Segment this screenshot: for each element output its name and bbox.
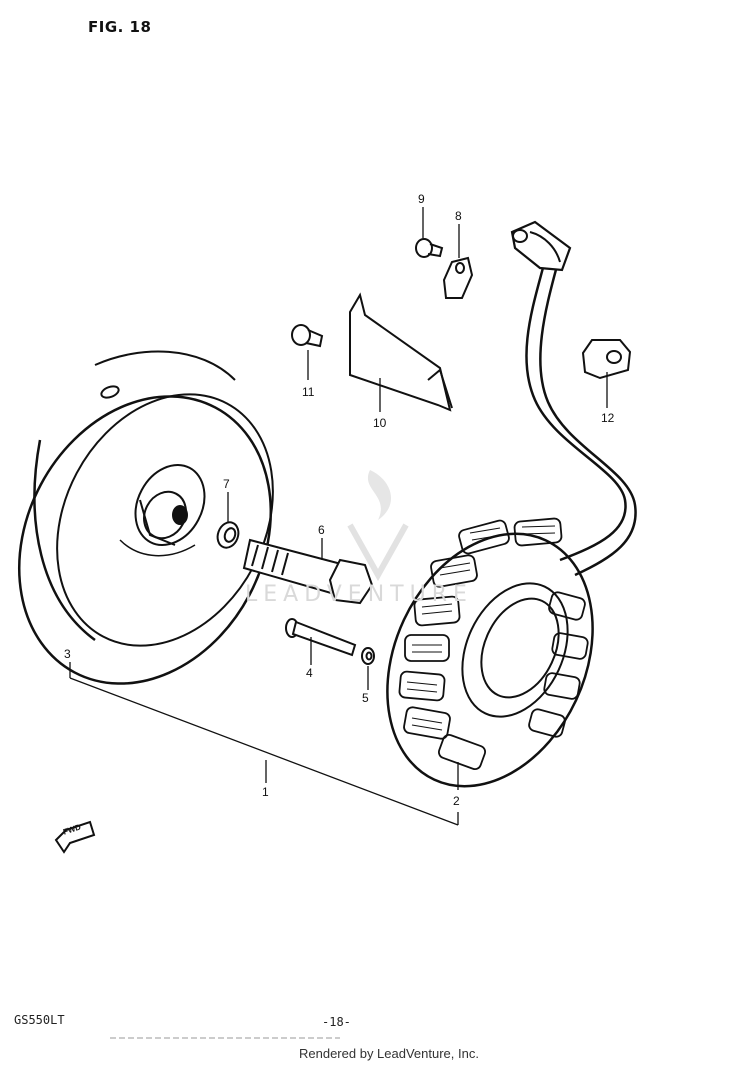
watermark-logo (347, 470, 409, 582)
page-number: -18- (322, 1015, 351, 1029)
leader-lines (69, 207, 608, 826)
callout-5[interactable]: 5 (362, 691, 369, 705)
washer-7 (216, 521, 240, 549)
callout-3[interactable]: 3 (64, 647, 71, 661)
figure-title: FIG. 18 (88, 18, 152, 36)
callout-6[interactable]: 6 (318, 523, 325, 537)
watermark-text: LEADVENTURE (245, 582, 473, 607)
callout-4[interactable]: 4 (306, 666, 313, 680)
callout-1[interactable]: 1 (262, 785, 269, 799)
screw-11 (291, 324, 324, 348)
model-code: GS550LT (14, 1013, 65, 1027)
flywheel-rotor (17, 350, 274, 685)
render-credit: Rendered by LeadVenture, Inc. (299, 1046, 479, 1061)
grommet-12 (581, 339, 632, 380)
washer-5 (361, 647, 375, 665)
wire-guide-plate-10 (349, 292, 453, 412)
callout-8[interactable]: 8 (455, 209, 462, 223)
wire-clamp-8 (442, 256, 474, 299)
callout-2[interactable]: 2 (453, 794, 460, 808)
callout-12[interactable]: 12 (601, 411, 615, 425)
screw-9 (415, 238, 444, 258)
fwd-arrow-icon (54, 820, 96, 854)
callout-10[interactable]: 10 (373, 416, 387, 430)
callout-7[interactable]: 7 (223, 477, 230, 491)
rotor-bolt-6 (242, 538, 374, 605)
callout-9[interactable]: 9 (418, 192, 425, 206)
stator-screw-4 (285, 618, 357, 657)
callout-11[interactable]: 11 (302, 385, 315, 399)
stator-coil (386, 220, 637, 788)
